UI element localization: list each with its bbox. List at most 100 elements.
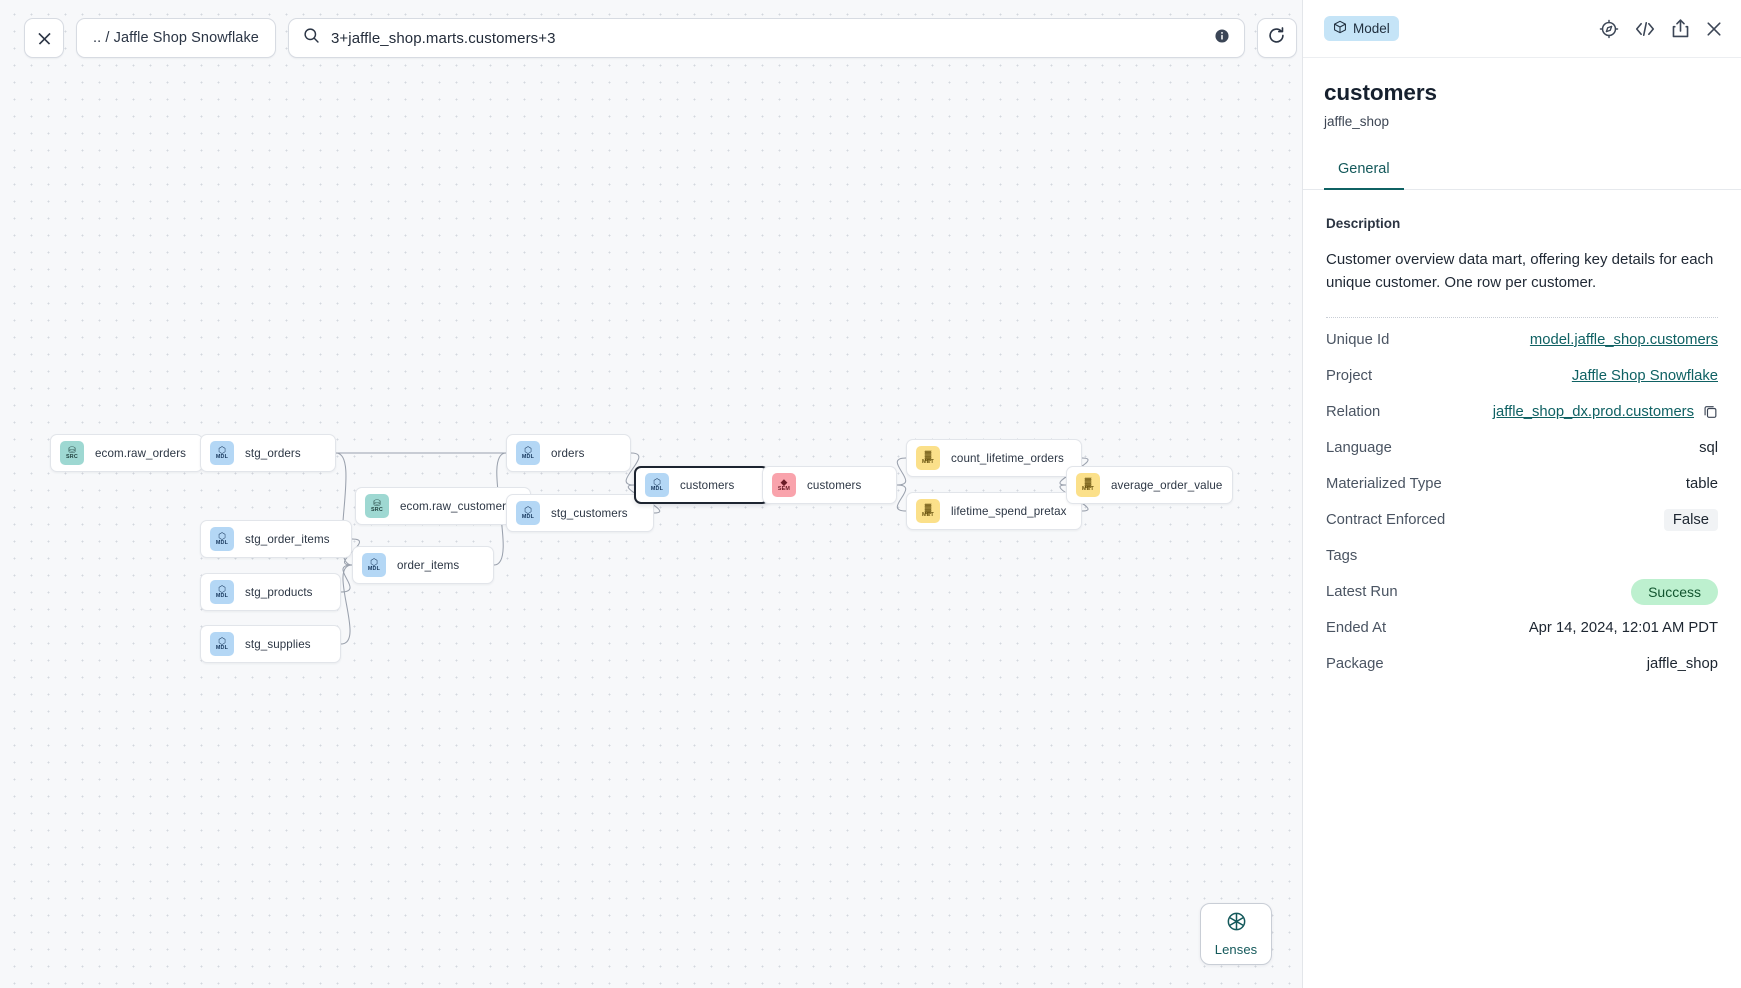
lineage-search[interactable] <box>287 18 1245 58</box>
content-divider <box>1326 316 1718 318</box>
refresh-icon <box>1267 26 1286 50</box>
field-row: Tags <box>1326 538 1718 574</box>
field-row: Ended At Apr 14, 2024, 12:01 AM PDT <box>1326 610 1718 646</box>
graph-node-label: customers <box>807 478 862 492</box>
mdl-badge-icon: ⬡MDL <box>645 473 669 497</box>
lenses-label: Lenses <box>1214 942 1258 957</box>
refresh-button[interactable] <box>1256 18 1297 58</box>
graph-node-label: stg_supplies <box>245 637 311 651</box>
field-value[interactable]: model.jaffle_shop.customers <box>1529 331 1718 348</box>
code-icon[interactable] <box>1634 19 1656 39</box>
field-value: Apr 14, 2024, 12:01 AM PDT <box>1528 619 1718 636</box>
field-value-wrap: table <box>1686 476 1718 492</box>
field-value-wrap: jaffle_shop <box>1647 656 1718 672</box>
status-badge: Success <box>1631 578 1718 605</box>
page-title: customers <box>1324 80 1437 105</box>
field-value-wrap: Success <box>1631 578 1718 605</box>
aperture-icon <box>1226 911 1247 937</box>
panel-toolbar: Model <box>1303 0 1741 58</box>
panel-header: customers jaffle_shop <box>1303 58 1741 129</box>
canvas-toolbar: .. / Jaffle Shop Snowflake <box>24 18 1297 58</box>
field-value-wrap: sql <box>1699 440 1718 456</box>
info-icon[interactable] <box>1214 28 1230 49</box>
src-badge-icon: ⛁SRC <box>365 494 389 518</box>
field-row: Language sql <box>1326 430 1718 466</box>
field-key: Ended At <box>1326 619 1387 636</box>
description-text: Customer overview data mart, offering ke… <box>1326 251 1714 291</box>
resource-type-badge[interactable]: Model <box>1324 16 1399 41</box>
graph-node-stg_orders[interactable]: ⬡MDL stg_orders <box>200 434 336 472</box>
compass-icon[interactable] <box>1599 19 1619 39</box>
graph-node-stg_products[interactable]: ⬡MDL stg_products <box>200 573 341 611</box>
field-row: Project Jaffle Shop Snowflake <box>1326 358 1718 394</box>
lenses-button[interactable]: Lenses <box>1200 903 1272 965</box>
details-panel: Model <box>1302 0 1741 988</box>
resource-type-label: Model <box>1353 21 1390 36</box>
graph-node-ecom-raw_customers[interactable]: ⛁SRC ecom.raw_customers <box>355 487 531 525</box>
mdl-badge-icon: ⬡MDL <box>516 441 540 465</box>
graph-node-customers[interactable]: ⬡MDL customers <box>634 466 769 504</box>
field-row: Package jaffle_shop <box>1326 646 1718 682</box>
field-row: Unique Id model.jaffle_shop.customers <box>1326 322 1718 358</box>
field-value[interactable]: Jaffle Shop Snowflake <box>1571 367 1718 384</box>
close-icon <box>37 31 52 46</box>
field-value-wrap: Jaffle Shop Snowflake <box>1572 368 1718 384</box>
share-icon[interactable] <box>1671 18 1690 39</box>
met-badge-icon: ▓MET <box>916 499 940 523</box>
graph-node-stg_order_items[interactable]: ⬡MDL stg_order_items <box>200 520 352 558</box>
src-badge-icon: ⛁SRC <box>60 441 84 465</box>
field-key: Tags <box>1326 547 1358 564</box>
close-lineage-button[interactable] <box>24 18 64 58</box>
field-value: False <box>1663 508 1718 531</box>
lineage-canvas[interactable]: .. / Jaffle Shop Snowflake <box>0 0 1302 988</box>
panel-tabs: General <box>1303 155 1741 190</box>
field-key: Package <box>1326 655 1384 672</box>
graph-node-label: average_order_value <box>1111 478 1223 492</box>
graph-node-label: count_lifetime_orders <box>951 451 1064 465</box>
field-key: Materialized Type <box>1326 475 1442 492</box>
graph-node-label: order_items <box>397 558 460 572</box>
close-panel-icon[interactable] <box>1705 20 1723 38</box>
field-key: Language <box>1326 439 1392 456</box>
mdl-badge-icon: ⬡MDL <box>362 553 386 577</box>
graph-node-count_lifetime_orders[interactable]: ▓MET count_lifetime_orders <box>906 439 1082 477</box>
field-value-wrap: Apr 14, 2024, 12:01 AM PDT <box>1529 620 1718 636</box>
graph-node-label: stg_products <box>245 585 313 599</box>
met-badge-icon: ▓MET <box>916 446 940 470</box>
graph-node-order_items[interactable]: ⬡MDL order_items <box>352 546 494 584</box>
field-key: Project <box>1326 367 1373 384</box>
graph-node-label: stg_orders <box>245 446 301 460</box>
breadcrumb[interactable]: .. / Jaffle Shop Snowflake <box>76 18 276 58</box>
mdl-badge-icon: ⬡MDL <box>210 441 234 465</box>
field-value[interactable]: jaffle_shop_dx.prod.customers <box>1492 403 1694 420</box>
graph-node-label: lifetime_spend_pretax <box>951 504 1067 518</box>
copy-icon[interactable] <box>1703 404 1718 419</box>
search-input[interactable] <box>330 29 1203 47</box>
search-icon <box>303 27 320 49</box>
field-key: Latest Run <box>1326 583 1398 600</box>
mdl-badge-icon: ⬡MDL <box>516 501 540 525</box>
graph-node-label: ecom.raw_customers <box>400 499 512 513</box>
panel-content: Description Customer overview data mart,… <box>1303 190 1741 988</box>
graph-node-lifetime_spend_pretax[interactable]: ▓MET lifetime_spend_pretax <box>906 492 1082 530</box>
page-subtitle: jaffle_shop <box>1324 114 1390 129</box>
graph-node-label: stg_order_items <box>245 532 330 546</box>
graph-node-label: customers <box>680 478 735 492</box>
field-row: Materialized Type table <box>1326 466 1718 502</box>
description-label: Description <box>1326 216 1401 231</box>
tab-general[interactable]: General <box>1324 155 1404 190</box>
mdl-badge-icon: ⬡MDL <box>210 527 234 551</box>
mdl-badge-icon: ⬡MDL <box>210 580 234 604</box>
field-value-wrap: False <box>1663 508 1718 531</box>
field-key: Contract Enforced <box>1326 511 1446 528</box>
field-key: Unique Id <box>1326 331 1390 348</box>
